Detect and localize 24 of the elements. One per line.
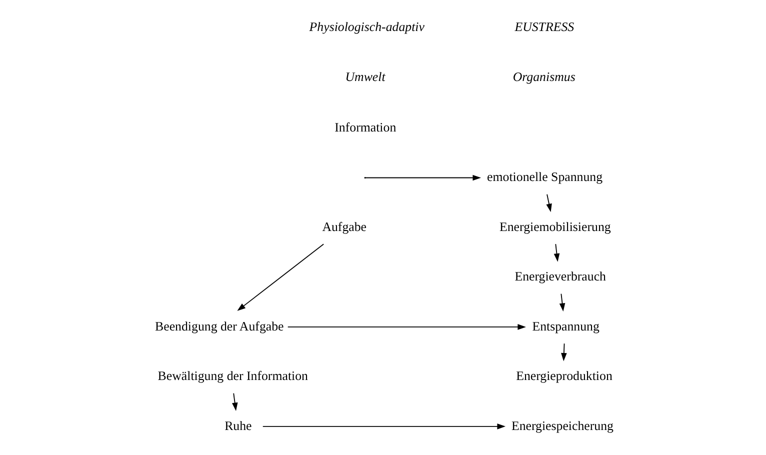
arrow [561,343,567,362]
node-text: Aufgabe [322,220,367,234]
node-text: Beendigung der Aufgabe [155,319,284,334]
label: Umwelt [345,70,386,84]
arrow [546,194,552,212]
node-text: Information [334,120,396,134]
arrow [237,244,324,311]
label: Organismus [512,70,576,84]
arrow [232,392,238,412]
arrow [287,324,526,330]
node-text: Bewältigung der Information [158,369,308,384]
node-text: Energiemobilisierung [500,220,611,234]
node-text: Ruhe [224,418,252,433]
arrow [559,293,566,312]
node-text: Energiespeicherung [511,418,614,433]
arrow [554,244,560,262]
node-text: Entspannung [532,319,600,334]
arrow [364,174,482,181]
label: Physiologisch-adaptiv [309,20,424,34]
label: EUSTRESS [514,20,574,34]
node-text: Energieverbrauch [514,270,606,284]
node-text: emotionelle Spannung [487,170,603,184]
node-text: Energieproduktion [516,369,612,384]
arrow [262,424,506,430]
